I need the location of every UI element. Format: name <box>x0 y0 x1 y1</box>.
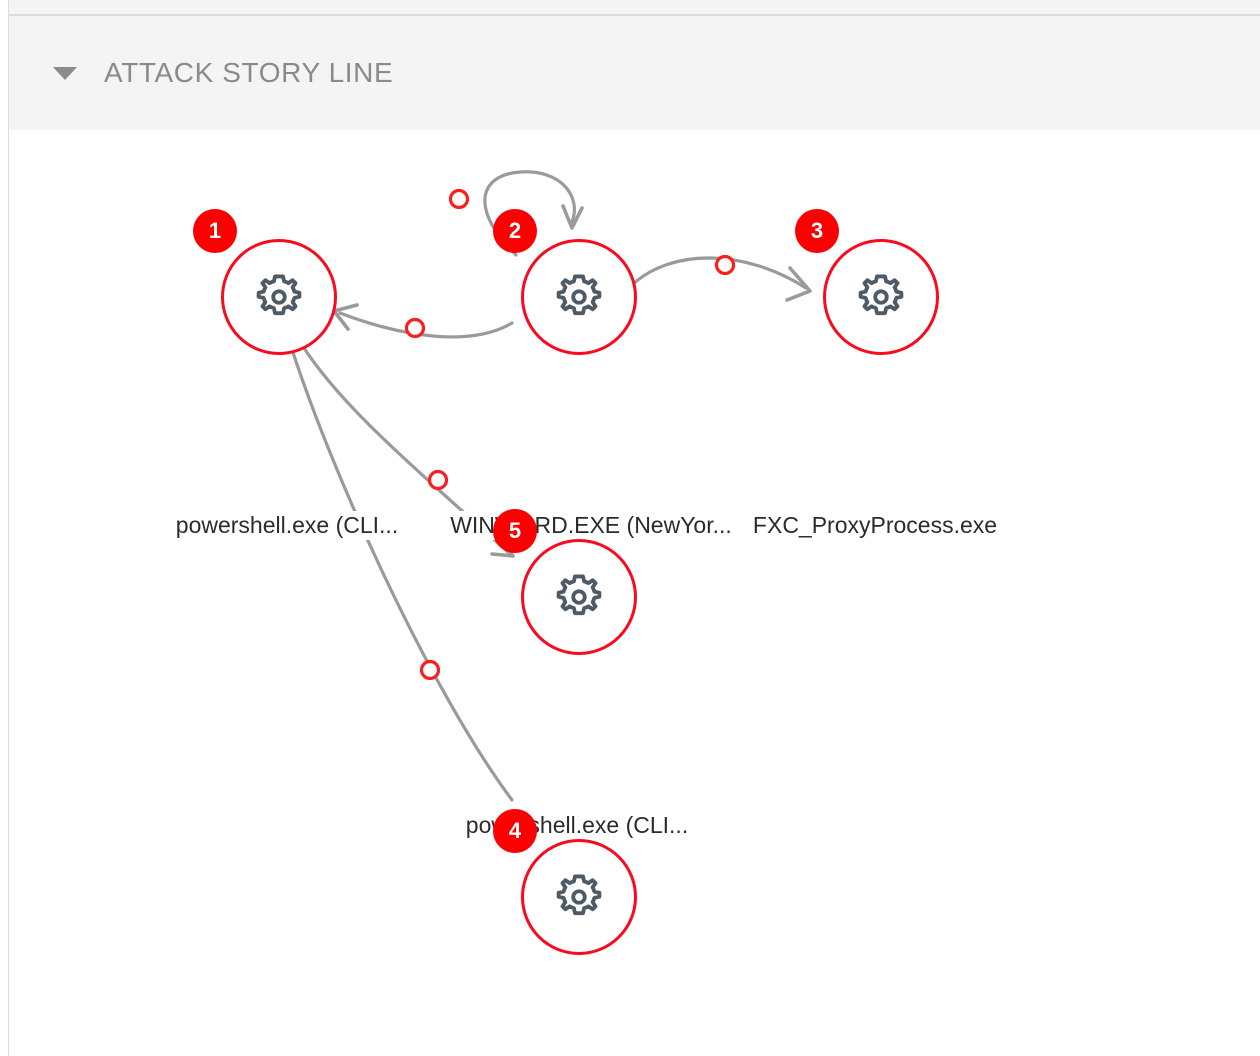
edge-node1-to-node4[interactable] <box>288 341 514 802</box>
node-ring-4[interactable] <box>521 839 637 955</box>
edge-marker-node1-to-node4 <box>419 659 441 681</box>
edge-node2-self[interactable] <box>448 170 584 257</box>
step-badge-2[interactable]: 2 <box>493 209 537 253</box>
node-label-3[interactable]: FXC_ProxyProcess.exe <box>750 511 1000 541</box>
edge-marker-node2-self <box>448 188 470 210</box>
page-title: ATTACK STORY LINE <box>104 57 394 88</box>
panel-top-strip <box>9 0 1260 14</box>
panel-left-border <box>8 0 9 1056</box>
edge-marker-node1-to-node5 <box>427 469 449 491</box>
gear-icon <box>549 267 609 327</box>
gear-icon <box>249 267 309 327</box>
step-badge-1[interactable]: 1 <box>193 209 237 253</box>
edge-marker-node2-to-node1 <box>404 317 426 339</box>
attack-story-line-header[interactable]: ATTACK STORY LINE <box>9 16 1260 130</box>
edge-node2-to-node3[interactable] <box>630 254 812 302</box>
gear-icon <box>851 267 911 327</box>
process-node-4[interactable]: 4 <box>493 809 637 955</box>
node-label-2[interactable]: WINWORD.EXE (NewYor... <box>448 511 734 541</box>
attack-story-graph[interactable]: powershell.exe (CLI... WINWORD.EXE (NewY… <box>9 130 1260 1056</box>
node-ring-1[interactable] <box>221 239 337 355</box>
process-node-1[interactable]: 1 <box>193 209 337 355</box>
step-badge-4[interactable]: 4 <box>493 809 537 853</box>
edge-node2-to-node1[interactable] <box>332 303 514 339</box>
panel-top-divider <box>9 14 1260 16</box>
process-node-5[interactable]: 5 <box>493 509 637 655</box>
node-ring-3[interactable] <box>823 239 939 355</box>
node-label-1[interactable]: powershell.exe (CLI... <box>173 511 401 541</box>
caret-down-icon[interactable] <box>53 66 77 80</box>
process-node-3[interactable]: 3 <box>795 209 939 355</box>
process-node-2[interactable]: 2 <box>493 209 637 355</box>
gear-icon <box>549 867 609 927</box>
step-badge-5[interactable]: 5 <box>493 509 537 553</box>
gear-icon <box>549 567 609 627</box>
node-ring-5[interactable] <box>521 539 637 655</box>
step-badge-3[interactable]: 3 <box>795 209 839 253</box>
node-ring-2[interactable] <box>521 239 637 355</box>
edge-marker-node2-to-node3 <box>714 254 736 276</box>
